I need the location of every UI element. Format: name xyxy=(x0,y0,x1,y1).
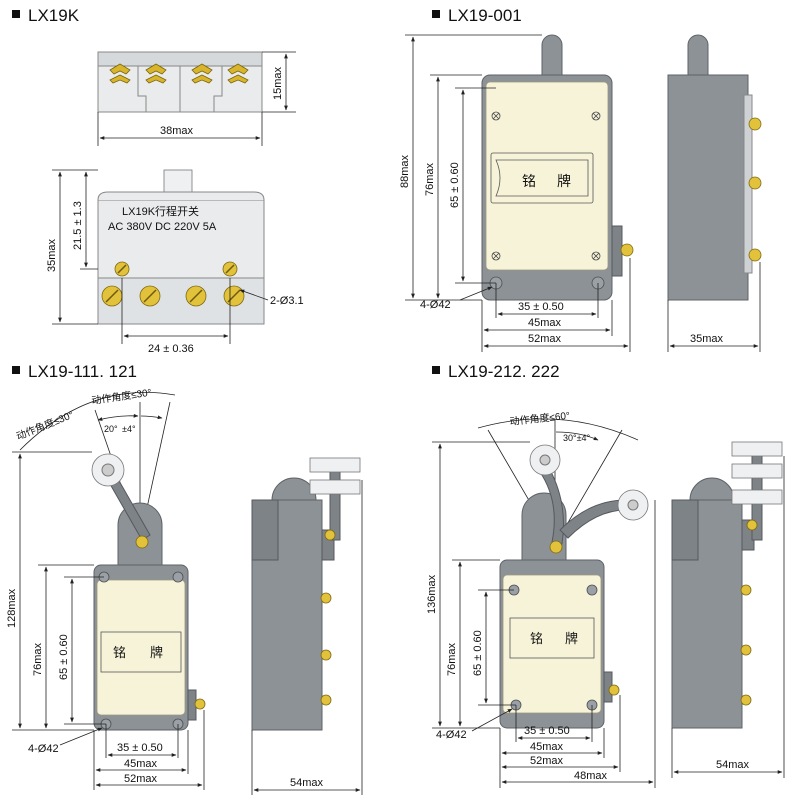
svg-text:4-Ø42: 4-Ø42 xyxy=(436,729,467,741)
svg-text:LX19K: LX19K xyxy=(28,6,80,25)
lx19-111-dim-128max: 128max xyxy=(6,451,94,731)
svg-text:136max: 136max xyxy=(426,574,438,614)
svg-text:65 ± 0.60: 65 ± 0.60 xyxy=(58,634,70,680)
svg-text:76max: 76max xyxy=(32,642,44,676)
svg-text:88max: 88max xyxy=(399,154,411,188)
svg-text:76max: 76max xyxy=(446,642,458,676)
lx19k-dim-38max: 38max xyxy=(97,112,263,146)
lx19-001-dim-45max: 45max xyxy=(481,300,613,352)
svg-text:35 ± 0.50: 35 ± 0.50 xyxy=(524,725,570,737)
lx19-212-side-view xyxy=(671,441,783,729)
svg-text:4-Ø42: 4-Ø42 xyxy=(28,743,59,755)
lx19-212-dim-4-phi: 4-Ø42 xyxy=(436,708,513,741)
lx19k-top-view xyxy=(97,51,263,113)
lx19-001-dim-side-35max: 35max xyxy=(667,262,761,352)
svg-text:35 ± 0.50: 35 ± 0.50 xyxy=(518,301,564,313)
svg-text:动作角度≤30°: 动作角度≤30° xyxy=(14,408,75,443)
lx19k-front-view: LX19K行程开关 AC 380V DC 220V 5A xyxy=(97,169,265,325)
lx19-001-dim-4-phi: 4-Ø42 xyxy=(420,286,493,311)
svg-text:24 ± 0.36: 24 ± 0.36 xyxy=(148,343,194,355)
svg-text:LX19-212. 222: LX19-212. 222 xyxy=(448,362,560,381)
svg-text:65 ± 0.60: 65 ± 0.60 xyxy=(449,162,461,208)
lx19-111-front-view: 铭 牌 xyxy=(91,453,206,731)
svg-text:45max: 45max xyxy=(530,741,564,753)
svg-text:54max: 54max xyxy=(716,759,750,771)
svg-text:52max: 52max xyxy=(124,773,158,785)
lx19-001-plate-char2: 牌 xyxy=(557,173,571,189)
lx19-111-side-view xyxy=(251,457,361,731)
svg-text:15max: 15max xyxy=(272,66,284,100)
svg-text:35max: 35max xyxy=(46,238,58,272)
svg-text:38max: 38max xyxy=(160,125,194,137)
lx19k-dim-35max: 35max xyxy=(46,169,98,325)
lx19k-dim-24: 24 ± 0.36 xyxy=(121,278,231,355)
lx19-111-plate-char2: 牌 xyxy=(150,645,163,660)
lx19k-dim-21-5: 21.5 ± 1.3 xyxy=(72,171,98,270)
lx19-001-side-view xyxy=(667,34,762,301)
lx19-111-dim-76max: 76max xyxy=(32,564,94,729)
svg-text:4-Ø42: 4-Ø42 xyxy=(420,299,451,311)
lx19-212-front-view: 铭 牌 xyxy=(499,444,649,729)
lx19-212-dim-76max: 76max xyxy=(446,559,500,727)
lx19-212-dim-136max: 136max xyxy=(426,441,530,729)
svg-text:65 ± 0.60: 65 ± 0.60 xyxy=(472,630,484,676)
lx19-212-dim-35: 35 ± 0.50 xyxy=(515,705,593,742)
svg-text:21.5 ± 1.3: 21.5 ± 1.3 xyxy=(72,201,84,250)
lx19-111-dim-45max: 45max xyxy=(93,730,189,790)
svg-text:52max: 52max xyxy=(528,333,562,345)
svg-text:52max: 52max xyxy=(530,755,564,767)
lx19-212-dim-65: 65 ± 0.60 xyxy=(472,589,516,706)
svg-text:LX19-001: LX19-001 xyxy=(448,6,522,25)
lx19-212-plate-char1: 铭 xyxy=(530,631,543,646)
lx19k-dim-2-phi: 2-Ø3.1 xyxy=(239,289,304,307)
svg-text:45max: 45max xyxy=(124,758,158,770)
lx19-111-dim-52max: 52max xyxy=(95,710,205,790)
svg-text:35max: 35max xyxy=(690,333,724,345)
lx19-111-dim-side-54max: 54max xyxy=(251,480,363,795)
svg-text:20°: 20° xyxy=(104,424,118,434)
svg-text:128max: 128max xyxy=(6,588,18,628)
lx19-212-plate-char2: 牌 xyxy=(565,631,578,646)
lx19-001-front-view: 铭 牌 xyxy=(481,34,634,301)
lx19-001-dim-88max: 88max xyxy=(399,34,542,299)
lx19-001-plate-char1: 铭 xyxy=(522,173,536,189)
lx19-212-dim-48max: 48max xyxy=(501,500,656,788)
lx19-212-dim-52max: 52max xyxy=(501,695,621,772)
svg-text:48max: 48max xyxy=(574,770,608,782)
svg-text:35 ± 0.50: 35 ± 0.50 xyxy=(117,742,163,754)
lx19-111-plate-char1: 铭 xyxy=(113,645,126,660)
section-title-lx19k: LX19K xyxy=(12,6,80,25)
lx19-212-dim-side-54max: 54max xyxy=(671,456,785,778)
svg-text:动作角度≤60°: 动作角度≤60° xyxy=(509,409,571,428)
lx19k-dim-15max: 15max xyxy=(262,51,296,113)
svg-text:动作角度≤30°: 动作角度≤30° xyxy=(91,386,153,407)
svg-text:45max: 45max xyxy=(528,317,562,329)
svg-text:76max: 76max xyxy=(424,162,436,196)
lx19-212-dim-45max: 45max xyxy=(499,728,605,788)
lx19-001-dim-65: 65 ± 0.60 xyxy=(449,87,496,284)
lx19-001-dim-52max: 52max xyxy=(483,258,631,352)
svg-text:54max: 54max xyxy=(290,777,324,789)
lx19-111-dim-4-phi: 4-Ø42 xyxy=(28,727,103,755)
svg-text:2-Ø3.1: 2-Ø3.1 xyxy=(270,295,304,307)
section-title-lx19-001: LX19-001 xyxy=(432,6,522,25)
svg-text:LX19-111. 121: LX19-111. 121 xyxy=(28,362,137,381)
svg-text:30°±4°: 30°±4° xyxy=(563,433,591,443)
lx19-001-dim-76max: 76max xyxy=(405,74,482,301)
lx19-111-dim-65: 65 ± 0.60 xyxy=(58,576,106,725)
svg-text:±4°: ±4° xyxy=(122,424,136,434)
lx19k-label-line1: LX19K行程开关 xyxy=(122,204,199,218)
lx19k-label-line2: AC 380V DC 220V 5A xyxy=(108,221,217,233)
section-title-lx19-111: LX19-111. 121 xyxy=(12,362,137,381)
lx19-111-dim-35: 35 ± 0.50 xyxy=(105,724,179,758)
lx19-001-dim-35: 35 ± 0.50 xyxy=(495,283,599,318)
section-title-lx19-212: LX19-212. 222 xyxy=(432,362,560,381)
